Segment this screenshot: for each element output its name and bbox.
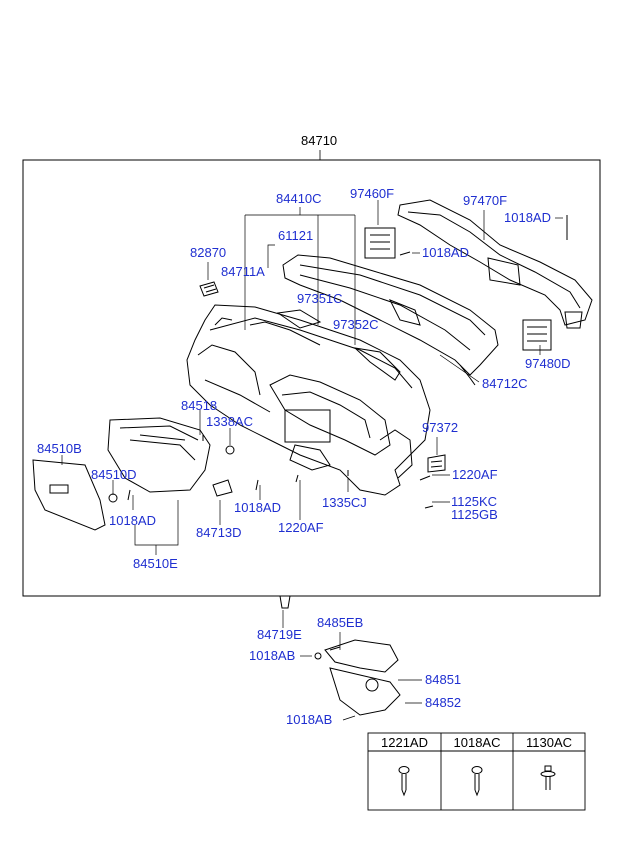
screw-icon xyxy=(471,766,483,797)
air-vent-97480D xyxy=(522,319,552,351)
glove-box-housing xyxy=(107,417,211,493)
part-label-84510D[interactable]: 84510D xyxy=(91,467,137,482)
part-label-97460F[interactable]: 97460F xyxy=(350,186,395,201)
part-label-84711A[interactable]: 84711A xyxy=(221,264,265,279)
part-label-84852[interactable]: 84852 xyxy=(425,695,462,710)
part-label-84713D[interactable]: 84713D xyxy=(196,525,242,540)
fasteners xyxy=(108,215,568,509)
part-label-84712C[interactable]: 84712C xyxy=(482,376,528,391)
table-header-1221AD: 1221AD xyxy=(381,735,428,750)
part-label-82870[interactable]: 82870 xyxy=(190,245,227,260)
part-label-61121[interactable]: 61121 xyxy=(278,228,314,243)
part-label-84851[interactable]: 84851 xyxy=(425,672,462,687)
vent-97372 xyxy=(427,454,446,473)
screw-icon xyxy=(398,766,410,797)
table-header-1018AC: 1018AC xyxy=(453,735,501,750)
part-label-97470F[interactable]: 97470F xyxy=(463,193,508,208)
steering-column-cover xyxy=(279,595,401,716)
part-label-1018AB[interactable]: 1018AB xyxy=(249,648,296,663)
part-label-1335CJ[interactable]: 1335CJ xyxy=(322,495,367,510)
part-label-1018AD[interactable]: 1018AD xyxy=(109,513,156,528)
assembly-frame xyxy=(22,159,601,597)
part-label-1018AD[interactable]: 1018AD xyxy=(234,500,281,515)
part-label-97480D[interactable]: 97480D xyxy=(525,356,571,371)
part-label-1125GB[interactable]: 1125GB xyxy=(451,507,498,522)
flange-bolt-icon xyxy=(540,765,556,790)
part-label-97351C[interactable]: 97351C xyxy=(297,291,343,306)
table-header-1130AC: 1130AC xyxy=(525,735,572,750)
part-label-1018AB[interactable]: 1018AB xyxy=(286,712,333,727)
part-label-97372[interactable]: 97372 xyxy=(422,420,459,435)
air-vent-97460F xyxy=(364,227,396,259)
part-label-84510E[interactable]: 84510E xyxy=(133,556,178,571)
defroster-strips xyxy=(276,309,401,381)
part-label-84410C[interactable]: 84410C xyxy=(276,191,322,206)
part-label-1338AC[interactable]: 1338AC xyxy=(206,414,253,429)
speaker-grille-82870 xyxy=(199,281,219,297)
part-label-8485EB[interactable]: 8485EB xyxy=(317,615,364,630)
part-label-1018AD[interactable]: 1018AD xyxy=(422,245,469,260)
part-label-1220AF[interactable]: 1220AF xyxy=(452,467,498,482)
crash-pad-main xyxy=(186,304,431,496)
part-label-1018AD[interactable]: 1018AD xyxy=(504,210,551,225)
crash-pad-upper-cover xyxy=(282,254,499,386)
part-label-97352C[interactable]: 97352C xyxy=(333,317,379,332)
part-label-1125KC[interactable]: 1125KC xyxy=(451,494,498,509)
part-label-84710: 84710 xyxy=(301,133,338,148)
part-label-84510B[interactable]: 84510B xyxy=(37,441,82,456)
part-label-84719E[interactable]: 84719E xyxy=(257,627,302,642)
part-label-84518[interactable]: 84518 xyxy=(181,398,218,413)
part-label-1220AF[interactable]: 1220AF xyxy=(278,520,324,535)
side-duct xyxy=(397,199,593,329)
fastener-table-grid xyxy=(367,732,586,811)
glove-box-lid xyxy=(32,459,106,531)
